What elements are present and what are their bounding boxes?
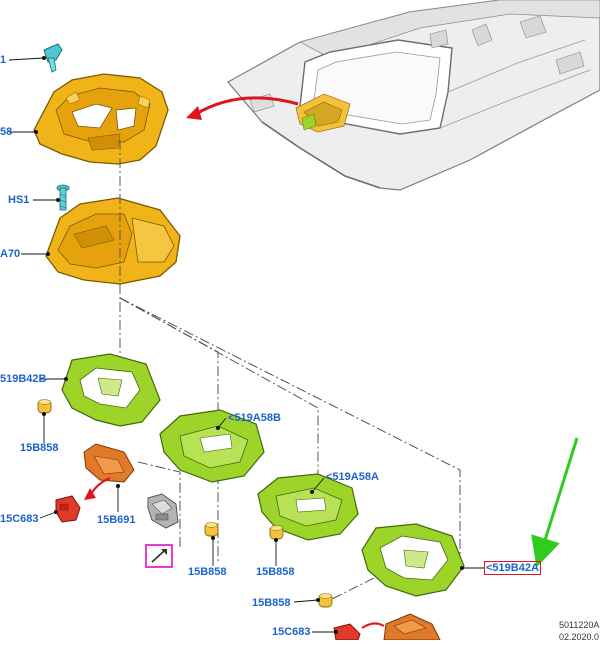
reference-date: 02.2020.0 xyxy=(559,632,600,642)
label-15b858-b[interactable]: 15B858 xyxy=(188,566,227,578)
small-arrow-red xyxy=(84,476,111,500)
detail-callout[interactable] xyxy=(145,544,173,568)
bulb-15b858-a xyxy=(37,399,52,414)
label-15c683-b[interactable]: 15C683 xyxy=(272,626,311,638)
label-15b858-a[interactable]: 15B858 xyxy=(20,442,59,454)
pointer-arrow-green xyxy=(531,437,579,568)
label-part-58[interactable]: 58 xyxy=(0,126,13,138)
clip-part-1 xyxy=(43,43,63,73)
label-a70[interactable]: A70 xyxy=(0,248,21,260)
bezel-519b42b xyxy=(61,353,161,427)
label-519b42b[interactable]: 519B42B xyxy=(0,373,47,385)
bulb-15b858-d xyxy=(318,593,333,608)
bulb-15b858-c xyxy=(269,525,284,540)
headliner-illustration xyxy=(227,0,600,191)
label-part-1[interactable]: 1 xyxy=(0,54,7,66)
label-15b858-c[interactable]: 15B858 xyxy=(256,566,295,578)
bezel-519a58b xyxy=(159,409,265,483)
label-15b858-d[interactable]: 15B858 xyxy=(252,597,291,609)
label-519a58b[interactable]: <519A58B xyxy=(228,412,281,424)
label-15c683-a[interactable]: 15C683 xyxy=(0,513,39,525)
label-15b691[interactable]: 15B691 xyxy=(97,514,136,526)
bezel-519b42a xyxy=(361,523,465,597)
label-hs1[interactable]: HS1 xyxy=(8,194,30,206)
label-519a58a[interactable]: <519A58A xyxy=(326,471,379,483)
bulb-15b858-b xyxy=(204,522,219,537)
reference-code: 5011220A xyxy=(559,620,600,630)
connector-15c683-a xyxy=(55,495,81,523)
lens-15b691 xyxy=(83,443,135,483)
curved-arrow-red xyxy=(186,96,299,120)
console-frame-58 xyxy=(33,73,169,165)
connector-15c683-b xyxy=(333,623,361,641)
sensor-module xyxy=(147,493,179,529)
console-housing-a70 xyxy=(45,197,181,285)
small-arrow-red-2 xyxy=(361,622,385,629)
lens-bottom-right xyxy=(383,613,441,641)
screw-hs1 xyxy=(56,184,70,211)
leader-lines xyxy=(8,57,484,633)
leader-dots xyxy=(34,56,464,634)
label-519b42a-highlighted[interactable]: <519B42A xyxy=(484,561,541,575)
bezel-519a58a xyxy=(257,473,359,541)
